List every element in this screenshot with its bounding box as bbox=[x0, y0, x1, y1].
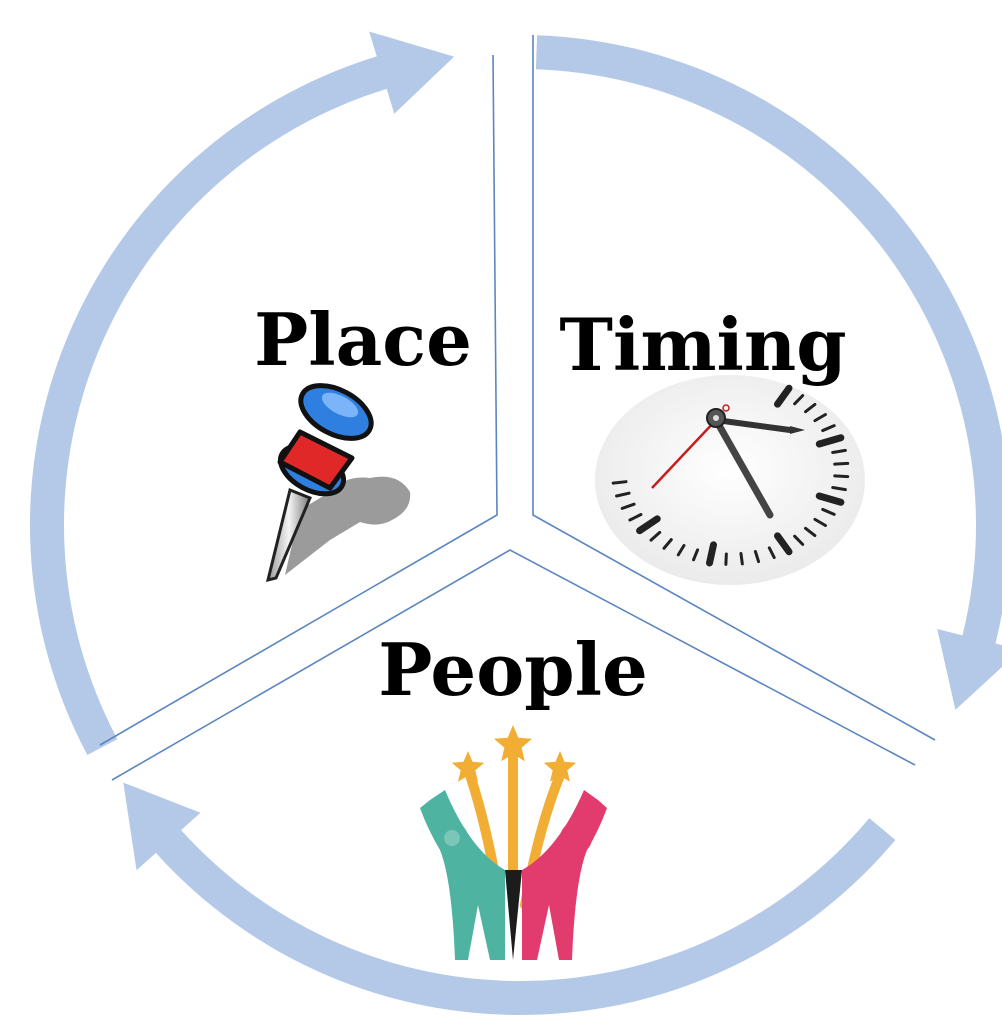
star-shape bbox=[543, 751, 577, 782]
clock-tick bbox=[620, 502, 636, 510]
clock-tick bbox=[793, 534, 805, 546]
people-stars-icon bbox=[420, 725, 607, 960]
clock-tick bbox=[615, 491, 631, 498]
segment-label-timing: Timing bbox=[559, 302, 846, 387]
clock-tick bbox=[831, 448, 847, 455]
arrow-timing-to-people bbox=[535, 35, 1002, 710]
clock-tick bbox=[793, 394, 805, 406]
clock-tick bbox=[692, 548, 700, 562]
segment-dividers bbox=[99, 35, 936, 781]
clock-tick bbox=[831, 485, 847, 492]
clock-tick bbox=[706, 541, 718, 567]
push-pin-icon bbox=[265, 383, 411, 583]
clock-tick bbox=[611, 480, 628, 485]
clock-tick bbox=[767, 546, 776, 560]
clock-tick bbox=[821, 424, 836, 433]
segment-label-place: Place bbox=[254, 297, 472, 382]
clock-tick bbox=[739, 552, 744, 566]
clock-tick bbox=[804, 402, 817, 414]
star-shape bbox=[451, 751, 485, 782]
clock-tick bbox=[774, 384, 793, 408]
clock-icon bbox=[595, 375, 865, 585]
segment-label-people: People bbox=[378, 627, 648, 712]
clock-tick bbox=[628, 513, 643, 522]
clock-tick bbox=[753, 550, 761, 564]
clock-tick bbox=[804, 526, 817, 538]
clock-tick bbox=[649, 530, 662, 542]
clock-tick bbox=[662, 538, 673, 550]
clock-tick bbox=[815, 434, 845, 448]
clock-tick bbox=[813, 517, 827, 527]
clock-tick bbox=[821, 507, 836, 516]
cycle-arrows bbox=[29, 31, 1002, 1015]
arrow-place-to-timing bbox=[29, 31, 455, 756]
star-shape bbox=[494, 725, 532, 762]
clock-tick bbox=[833, 474, 850, 479]
clock-tick bbox=[813, 413, 827, 423]
clock-tick bbox=[815, 492, 845, 506]
arrow-people-to-place bbox=[123, 782, 896, 1015]
clock-tick bbox=[636, 515, 661, 535]
clock-tick bbox=[774, 532, 793, 556]
clock-tick bbox=[833, 461, 850, 466]
clock-tick bbox=[676, 543, 686, 557]
